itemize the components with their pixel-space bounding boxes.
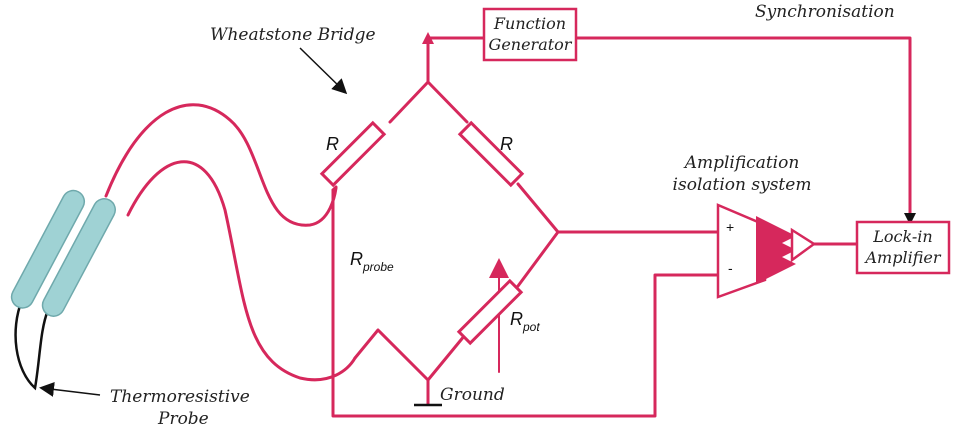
function-generator-box — [482, 7, 578, 62]
thermoresistive-probe — [10, 189, 116, 397]
probe-label-line2: Probe — [157, 409, 209, 429]
amp-minus: - — [728, 260, 733, 276]
function-label-line1: Function — [493, 14, 566, 33]
wiring — [104, 36, 912, 418]
probe-wire-lower — [126, 160, 357, 382]
r-top-left-label: R — [326, 134, 339, 154]
lockin-label-line2: Amplifier — [864, 248, 942, 267]
bridge-top-right-wire — [426, 80, 469, 124]
function-generator-to-bridge — [426, 36, 486, 84]
probe-black-wire — [14, 299, 50, 391]
amp-label-line2: isolation system — [673, 175, 812, 195]
wheatstone-label: Wheatstone Bridge — [210, 25, 376, 45]
resistor-r-pot — [456, 278, 524, 346]
amplifier-system — [716, 203, 817, 299]
ground-label: Ground — [440, 385, 505, 405]
resistor-r-top-left — [319, 120, 387, 188]
amp-plus: + — [726, 219, 734, 235]
bridge-right-lower-wire — [516, 182, 560, 288]
bridge-bottom-left-wire — [353, 328, 430, 382]
rpot-label: Rpot — [510, 309, 540, 334]
amp-label-line1: Amplification — [683, 153, 800, 173]
function-label-line2: Generator — [489, 35, 573, 54]
resistors — [319, 120, 525, 346]
lockin-amplifier-box — [855, 220, 951, 275]
return-wire — [331, 188, 720, 418]
probe-cylinder-right — [41, 198, 116, 317]
bridge-bottom-right-wire — [426, 333, 467, 382]
rprobe-label: Rprobe — [350, 249, 394, 274]
lockin-label-line1: Lock-in — [872, 227, 932, 246]
sync-arrowhead — [904, 213, 916, 225]
probe-label-line1: Thermoresistive — [110, 387, 250, 407]
resistor-r-top-right — [457, 120, 525, 188]
sync-label: Synchronisation — [755, 2, 895, 22]
sync-line — [574, 36, 912, 217]
probe-wire-upper — [104, 103, 338, 227]
probe-cylinder-left — [10, 189, 86, 309]
bridge-top-left-wire — [388, 80, 430, 124]
fg-arrowhead — [422, 32, 434, 44]
probe-pointer-arrow — [39, 381, 101, 397]
amp-output-triangle — [790, 227, 817, 263]
wheatstone-pointer-arrow — [299, 47, 348, 95]
r-top-right-label: R — [500, 134, 513, 154]
